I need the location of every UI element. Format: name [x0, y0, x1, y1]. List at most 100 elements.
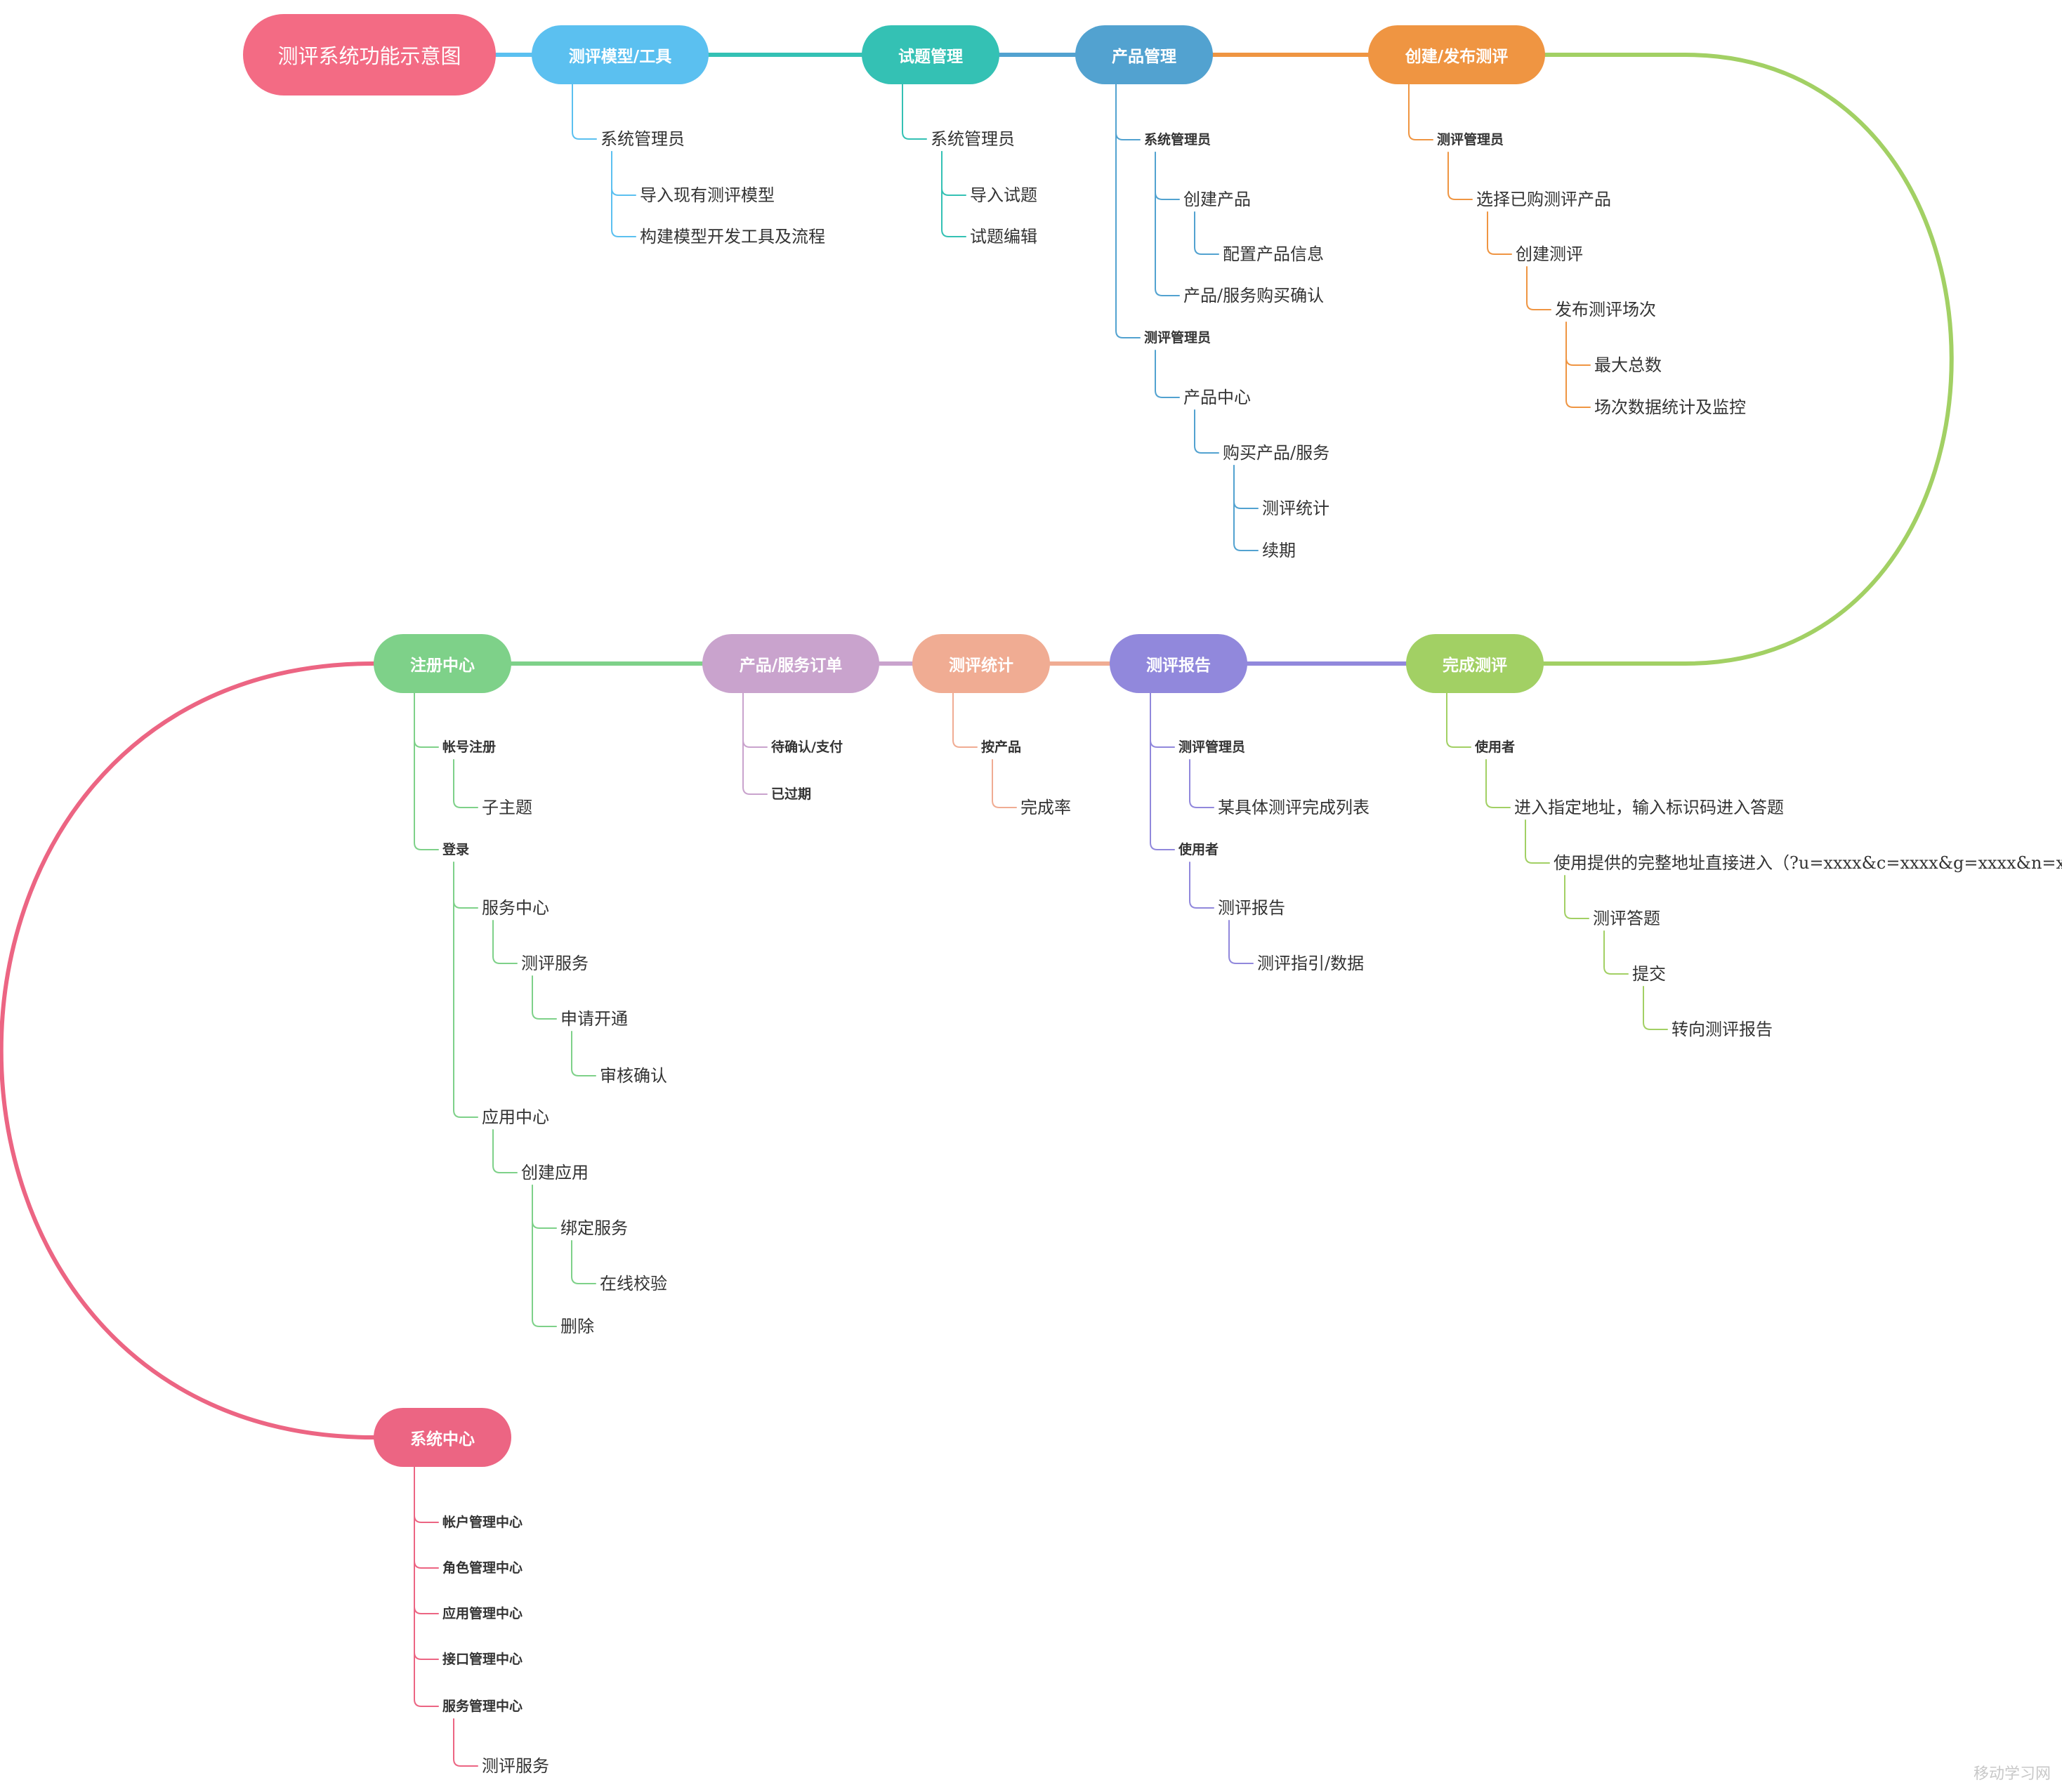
branch-line-register: [492, 1129, 518, 1173]
topic-stats[interactable]: 测评统计: [912, 634, 1050, 693]
branch-line-system: [414, 1466, 439, 1614]
node-system-4[interactable]: 服务管理中心: [442, 1699, 523, 1714]
node-register-0[interactable]: 帐号注册: [442, 739, 497, 755]
node-question-0[interactable]: 系统管理员: [931, 129, 1015, 149]
branch-line-publish: [1565, 322, 1591, 366]
node-complete-0[interactable]: 使用者: [1475, 739, 1516, 755]
node-register-6[interactable]: 审核确认: [600, 1066, 667, 1086]
node-report-3[interactable]: 测评报告: [1218, 898, 1285, 918]
topic-question[interactable]: 试题管理: [862, 25, 999, 84]
node-complete-5[interactable]: 转向测评报告: [1672, 1020, 1773, 1039]
branch-line-model: [611, 151, 636, 196]
node-stats-1[interactable]: 完成率: [1020, 798, 1071, 817]
node-stats-0[interactable]: 按产品: [981, 739, 1022, 755]
node-register-2[interactable]: 登录: [442, 842, 470, 857]
node-system-5[interactable]: 测评服务: [482, 1756, 549, 1776]
node-orders-0[interactable]: 待确认/支付: [771, 739, 843, 755]
node-register-11[interactable]: 删除: [560, 1317, 594, 1336]
branch-line-complete: [1643, 986, 1668, 1030]
node-model-0[interactable]: 系统管理员: [600, 129, 685, 149]
node-product-8[interactable]: 续期: [1262, 541, 1296, 560]
branch-line-product: [1115, 84, 1141, 338]
node-product-4[interactable]: 测评管理员: [1144, 330, 1211, 345]
branch-line-question: [941, 151, 966, 237]
node-report-4[interactable]: 测评指引/数据: [1257, 954, 1365, 973]
central-topic[interactable]: 测评系统功能示意图: [243, 14, 496, 95]
node-system-0[interactable]: 帐户管理中心: [442, 1515, 523, 1530]
branch-line-report: [1150, 692, 1175, 748]
branch-line-register: [453, 759, 478, 808]
node-register-7[interactable]: 应用中心: [482, 1107, 549, 1127]
branch-line-system: [414, 1466, 439, 1660]
node-question-1[interactable]: 导入试题: [970, 185, 1037, 205]
branch-line-register: [414, 692, 439, 748]
branch-line-model: [572, 84, 597, 140]
node-product-7[interactable]: 测评统计: [1262, 499, 1329, 518]
branch-line-publish: [1487, 211, 1512, 255]
node-product-5[interactable]: 产品中心: [1183, 388, 1251, 407]
node-register-8[interactable]: 创建应用: [521, 1163, 589, 1182]
node-report-0[interactable]: 测评管理员: [1178, 739, 1246, 755]
spine-arc-system: [0, 661, 376, 1439]
branch-line-system: [453, 1718, 478, 1767]
branch-line-publish: [1447, 152, 1473, 200]
topic-system[interactable]: 系统中心: [374, 1408, 511, 1467]
topic-complete[interactable]: 完成测评: [1406, 634, 1544, 693]
node-publish-0[interactable]: 测评管理员: [1437, 132, 1504, 147]
node-product-0[interactable]: 系统管理员: [1144, 132, 1211, 147]
node-publish-4[interactable]: 最大总数: [1594, 355, 1662, 375]
branch-line-system: [414, 1466, 439, 1707]
spine-arc-complete: [1542, 53, 1954, 666]
branch-line-complete: [1603, 930, 1629, 975]
node-product-2[interactable]: 配置产品信息: [1223, 244, 1324, 264]
node-complete-1[interactable]: 进入指定地址，输入标识码进入答题: [1514, 798, 1784, 817]
node-system-2[interactable]: 应用管理中心: [442, 1606, 523, 1621]
node-register-4[interactable]: 测评服务: [521, 954, 589, 973]
node-product-6[interactable]: 购买产品/服务: [1223, 443, 1330, 463]
node-publish-5[interactable]: 场次数据统计及监控: [1594, 397, 1746, 417]
node-complete-4[interactable]: 提交: [1632, 964, 1666, 984]
branch-line-product: [1155, 152, 1180, 200]
topic-report[interactable]: 测评报告: [1110, 634, 1247, 693]
branch-line-complete: [1446, 692, 1471, 748]
node-complete-3[interactable]: 测评答题: [1593, 909, 1660, 928]
topic-orders[interactable]: 产品/服务订单: [702, 634, 879, 693]
branch-line-orders: [742, 692, 768, 795]
node-publish-2[interactable]: 创建测评: [1516, 244, 1583, 264]
node-product-1[interactable]: 创建产品: [1183, 190, 1251, 209]
branch-line-product: [1233, 465, 1259, 551]
node-question-2[interactable]: 试题编辑: [970, 227, 1037, 246]
node-report-1[interactable]: 某具体测评完成列表: [1218, 798, 1370, 817]
node-system-3[interactable]: 接口管理中心: [442, 1652, 523, 1667]
branch-line-system: [414, 1466, 439, 1569]
branch-line-product: [1194, 211, 1219, 255]
branch-line-register: [532, 1185, 557, 1327]
branch-line-system: [414, 1466, 439, 1523]
topic-register[interactable]: 注册中心: [374, 634, 511, 693]
topic-product[interactable]: 产品管理: [1075, 25, 1213, 84]
node-publish-3[interactable]: 发布测评场次: [1555, 300, 1656, 319]
node-register-1[interactable]: 子主题: [482, 798, 532, 817]
branch-line-register: [414, 692, 439, 850]
branch-line-publish: [1526, 266, 1551, 310]
node-orders-1[interactable]: 已过期: [771, 786, 812, 802]
node-register-9[interactable]: 绑定服务: [560, 1218, 628, 1238]
branch-line-product: [1115, 84, 1141, 140]
node-complete-2[interactable]: 使用提供的完整地址直接进入（?u=xxxx&c=xxxx&g=xxxx&n=xx…: [1554, 853, 2062, 873]
node-model-2[interactable]: 构建模型开发工具及流程: [640, 227, 825, 246]
topic-model[interactable]: 测评模型/工具: [532, 25, 709, 84]
node-report-2[interactable]: 使用者: [1178, 842, 1219, 857]
node-model-1[interactable]: 导入现有测评模型: [640, 185, 775, 205]
node-register-10[interactable]: 在线校验: [600, 1274, 667, 1293]
node-register-5[interactable]: 申请开通: [560, 1009, 628, 1029]
branch-line-report: [1189, 862, 1214, 909]
branch-line-register: [532, 975, 557, 1020]
branch-line-publish: [1408, 84, 1433, 140]
branch-line-report: [1189, 759, 1214, 808]
topic-publish[interactable]: 创建/发布测评: [1368, 25, 1545, 84]
node-system-1[interactable]: 角色管理中心: [442, 1560, 523, 1576]
branch-line-register: [453, 862, 478, 909]
node-register-3[interactable]: 服务中心: [482, 898, 549, 918]
node-product-3[interactable]: 产品/服务购买确认: [1183, 286, 1325, 305]
node-publish-1[interactable]: 选择已购测评产品: [1476, 190, 1611, 209]
